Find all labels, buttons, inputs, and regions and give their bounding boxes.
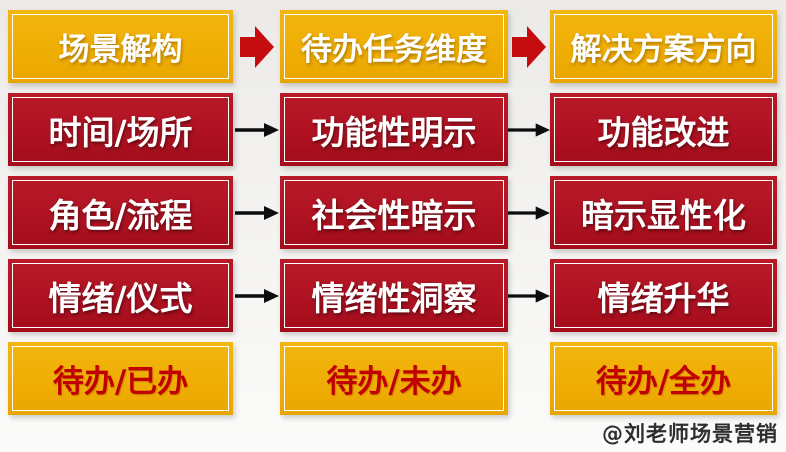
row-label: 情绪性洞察 — [311, 278, 477, 318]
spacer — [508, 342, 550, 415]
row-box-function-improvement: 功能改进 — [550, 93, 777, 166]
row-box-emotion-sublimation: 情绪升华 — [550, 259, 777, 332]
row-label: 时间/场所 — [48, 112, 193, 152]
red-arrow-icon — [508, 10, 550, 83]
header-label: 场景解构 — [58, 32, 183, 68]
footer-box-todo-all-done: 待办/全办 — [550, 342, 777, 415]
black-arrow-icon — [233, 176, 280, 249]
footer-box-todo-done: 待办/已办 — [8, 342, 233, 415]
header-box-scene-deconstruction: 场景解构 — [8, 10, 233, 83]
row-box-social-implicit: 社会性暗示 — [280, 176, 508, 249]
row-label: 情绪/仪式 — [48, 278, 193, 318]
row-box-time-place: 时间/场所 — [8, 93, 233, 166]
header-label: 待办任务维度 — [301, 32, 487, 68]
row-label: 功能改进 — [597, 112, 730, 152]
footer-label: 待办/已办 — [52, 364, 189, 400]
row-label: 角色/流程 — [48, 195, 193, 235]
row-label: 社会性暗示 — [311, 195, 477, 235]
header-label: 解决方案方向 — [570, 32, 757, 68]
footer-label: 待办/全办 — [595, 364, 732, 400]
row-box-role-process: 角色/流程 — [8, 176, 233, 249]
black-arrow-icon — [233, 93, 280, 166]
row-label: 情绪升华 — [597, 278, 730, 318]
flow-diagram: 场景解构 待办任务维度 解决方案方向 时间/场所 功能性明示 功能改进 角色/流 — [8, 10, 777, 415]
row-box-emotional-insight: 情绪性洞察 — [280, 259, 508, 332]
watermark-text: @刘老师场景营销 — [602, 422, 778, 446]
row-box-functional-explicit: 功能性明示 — [280, 93, 508, 166]
black-arrow-icon — [508, 93, 550, 166]
footer-label: 待办/未办 — [326, 364, 462, 400]
row-box-implicit-to-explicit: 暗示显性化 — [550, 176, 777, 249]
header-box-todo-task-dimension: 待办任务维度 — [280, 10, 508, 83]
header-box-solution-direction: 解决方案方向 — [550, 10, 777, 83]
black-arrow-icon — [508, 176, 550, 249]
black-arrow-icon — [508, 259, 550, 332]
row-label: 暗示显性化 — [581, 195, 746, 235]
spacer — [233, 342, 280, 415]
red-arrow-icon — [233, 10, 280, 83]
footer-box-todo-undone: 待办/未办 — [280, 342, 508, 415]
row-box-emotion-ritual: 情绪/仪式 — [8, 259, 233, 332]
black-arrow-icon — [233, 259, 280, 332]
row-label: 功能性明示 — [311, 112, 477, 152]
